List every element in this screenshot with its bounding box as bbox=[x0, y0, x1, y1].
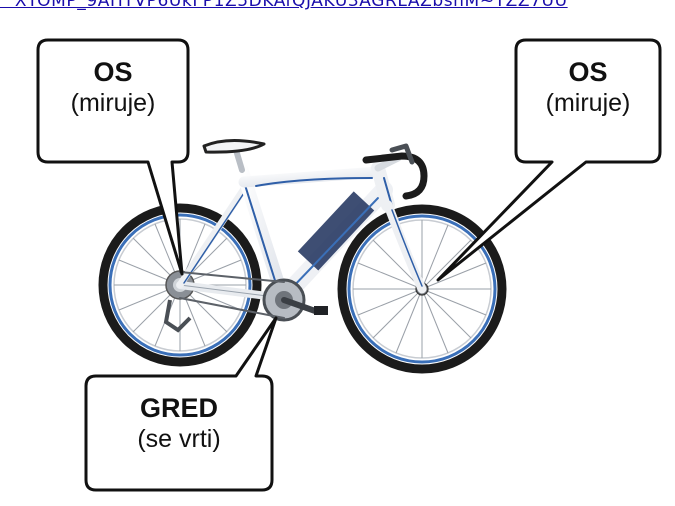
callout-subtitle: (miruje) bbox=[516, 88, 660, 118]
callout-title: OS bbox=[38, 56, 188, 88]
callout-crank-text: GRED (se vrti) bbox=[86, 392, 272, 454]
callout-subtitle: (miruje) bbox=[38, 88, 188, 118]
bicycle-frame bbox=[180, 140, 424, 320]
callout-subtitle: (se vrti) bbox=[86, 424, 272, 454]
callout-title: GRED bbox=[86, 392, 272, 424]
callout-title: OS bbox=[516, 56, 660, 88]
callout-rear-text: OS (miruje) bbox=[38, 56, 188, 118]
callout-front-text: OS (miruje) bbox=[516, 56, 660, 118]
